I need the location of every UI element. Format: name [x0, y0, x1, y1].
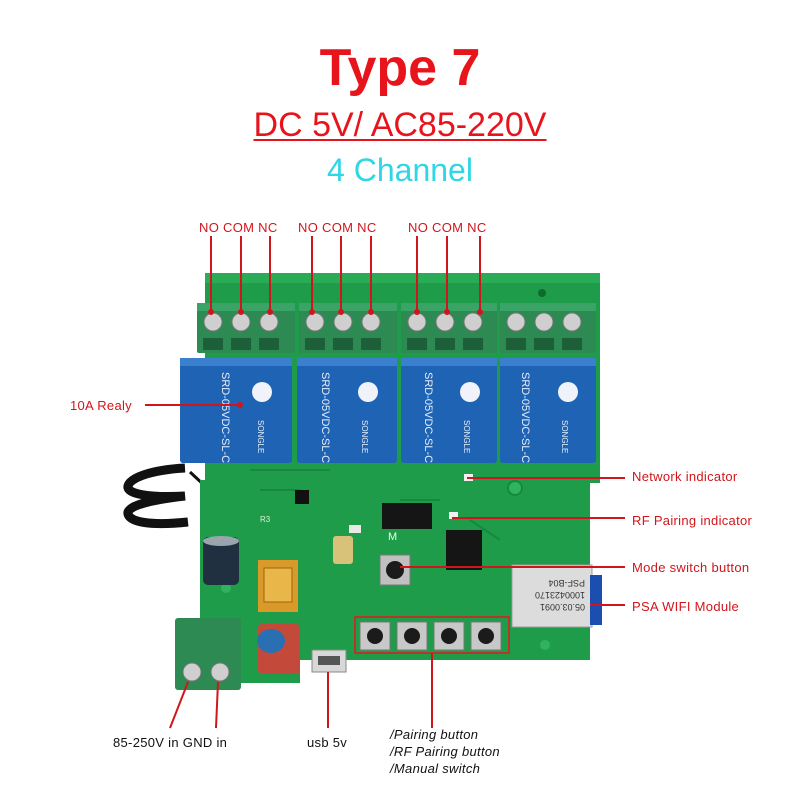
terminal-label-2: NO COM NC [298, 220, 377, 235]
relay-2-brand: SONGLE [360, 420, 369, 453]
terminal-block-1 [197, 303, 295, 353]
relay-1 [180, 358, 292, 463]
relay-1-print: SRD-05VDC-SL-C [219, 372, 231, 463]
relay-label: 10A Realy [70, 398, 132, 413]
tact-buttons [354, 616, 510, 654]
rf-pairing-indicator-label: RF Pairing indicator [632, 513, 753, 528]
network-indicator-label: Network indicator [632, 469, 738, 484]
relays: SRD-05VDC-SL-C SRD-05VDC-SL-C SRD-05VDC-… [180, 358, 596, 463]
buttons-label-3: /Manual switch [390, 761, 481, 776]
relay-4-brand: SONGLE [560, 420, 569, 453]
terminal-block-3 [401, 303, 497, 353]
terminal-label-1: NO COM NC [199, 220, 278, 235]
tact-button-4 [470, 621, 502, 651]
power-components [203, 490, 353, 674]
channel-subtitle: 4 Channel [327, 152, 473, 188]
tact-button-1 [359, 621, 391, 651]
relay-3 [401, 358, 497, 463]
tact-button-2 [396, 621, 428, 651]
svg-text:R3: R3 [260, 515, 271, 524]
relay-1-brand: SONGLE [256, 420, 265, 453]
callout-lines [145, 236, 625, 729]
terminal-block-2 [299, 303, 397, 353]
relay-3-brand: SONGLE [462, 420, 471, 453]
usb-port [311, 649, 347, 673]
terminal-block-4 [500, 303, 596, 353]
svg-text:M: M [388, 531, 397, 543]
module-print-3: 05.03.0091 [540, 602, 585, 612]
module-print-2: 1000423170 [535, 590, 585, 600]
relay-4-print: SRD-05VDC-SL-C [519, 372, 531, 463]
usb-label: usb 5v [307, 735, 348, 750]
buttons-label-2: /RF Pairing button [390, 744, 500, 759]
terminal-label-3: NO COM NC [408, 220, 487, 235]
power-input-terminal [175, 618, 241, 690]
page-title: Type 7 [319, 39, 481, 97]
terminal-blocks [197, 303, 596, 353]
mode-switch-button [379, 554, 411, 586]
power-input-label: 85-250V in GND in [113, 735, 228, 750]
relay-2-print: SRD-05VDC-SL-C [319, 372, 331, 463]
module-print-1: PSF-B04 [548, 578, 585, 588]
relay-4 [500, 358, 596, 463]
wifi-module-label: PSA WIFI Module [632, 599, 740, 614]
buttons-label-1: /Pairing button [390, 727, 479, 742]
ics [349, 503, 482, 570]
tact-button-3 [433, 621, 465, 651]
wifi-module: PSF-B04 1000423170 05.03.0091 [511, 564, 602, 628]
relay-2 [297, 358, 397, 463]
voltage-subtitle: DC 5V/ AC85-220V [253, 106, 547, 144]
relay-3-print: SRD-05VDC-SL-C [422, 372, 434, 463]
mode-switch-label: Mode switch button [632, 560, 750, 575]
